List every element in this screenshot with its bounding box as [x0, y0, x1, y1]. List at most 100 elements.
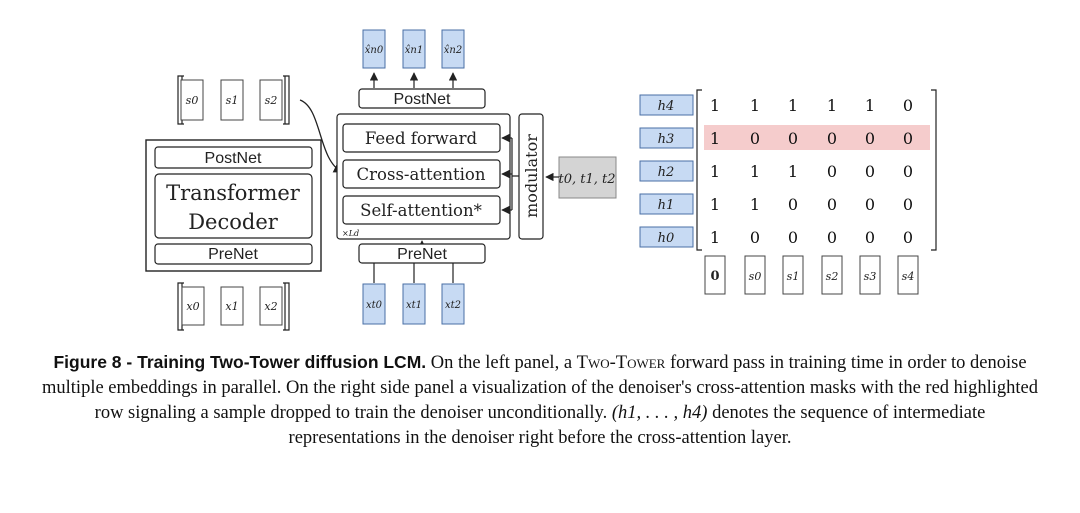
left-prenet-box	[154, 243, 313, 265]
mask-cell: 0	[827, 195, 837, 214]
mask-cell: 0	[865, 129, 875, 148]
mask-cell: 1	[710, 195, 720, 214]
mask-cell: 1	[865, 96, 875, 115]
column-label-box	[821, 255, 843, 295]
output-1-label: x̂n1	[405, 45, 423, 56]
timestep-box	[558, 156, 617, 199]
mask-cell: 1	[788, 162, 798, 181]
mask-cell: 0	[788, 129, 798, 148]
row-label-box	[639, 160, 694, 182]
cross-attention-box	[342, 159, 501, 189]
row-label: h2	[658, 165, 675, 180]
column-label-box	[704, 255, 726, 295]
input-s1-box	[220, 79, 244, 121]
right-postnet-label: PostNet	[394, 91, 451, 108]
left-bottom-inputs: x0 x1 x2	[177, 282, 290, 331]
column-label-box	[897, 255, 919, 295]
left-postnet-label: PostNet	[205, 150, 262, 167]
noisy-input-1-label: xt1	[406, 300, 422, 311]
row-label: h3	[658, 132, 675, 147]
mask-cell: 1	[710, 228, 720, 247]
input-s0-label: s0	[186, 94, 199, 107]
row-label-box	[639, 193, 694, 215]
column-label: s1	[787, 270, 800, 283]
input-s0-box	[180, 79, 204, 121]
matrix-left-bracket	[696, 89, 702, 251]
output-1-box	[402, 29, 426, 69]
mask-cell: 0	[903, 162, 913, 181]
mask-cell: 1	[750, 96, 760, 115]
mask-cell: 0	[903, 228, 913, 247]
mask-cell: 1	[750, 195, 760, 214]
right-prenet-label: PreNet	[397, 246, 447, 263]
left-tower: s0 s1 s2 PostNet Transformer Decoder Pre…	[145, 75, 343, 331]
mask-cell: 0	[788, 195, 798, 214]
noisy-input-2-box	[441, 283, 465, 325]
noisy-input-1-box	[402, 283, 426, 325]
row-label: h4	[658, 99, 675, 114]
column-label: s4	[902, 270, 915, 283]
matrix-right-bracket	[931, 89, 937, 251]
caption-label: Figure 8	[53, 352, 122, 372]
figure-caption: Figure 8 - Training Two-Tower diffusion …	[40, 350, 1040, 451]
cross-attention-label: Cross-attention	[357, 165, 486, 184]
mask-cell: 0	[903, 96, 913, 115]
mask-cell: 0	[827, 129, 837, 148]
mask-cell: 1	[710, 129, 720, 148]
input-x2-label: x2	[264, 300, 277, 313]
row-label-box	[639, 127, 694, 149]
mask-cell: 0	[865, 162, 875, 181]
self-attention-box	[342, 195, 501, 225]
input-x0-label: x0	[186, 300, 199, 313]
input-s1-label: s1	[226, 94, 239, 107]
caption-text-2: forward pass in training time in order t…	[42, 353, 1038, 423]
mask-cell: 0	[903, 129, 913, 148]
repeat-count-label: ×Ld	[342, 229, 359, 238]
input-x1-label: x1	[225, 300, 238, 313]
mask-cell: 1	[750, 162, 760, 181]
output-2-box	[441, 29, 465, 69]
caption-separator: -	[121, 352, 138, 372]
row-label: h0	[658, 231, 675, 246]
row-label-box	[639, 94, 694, 116]
row-label-box	[639, 226, 694, 248]
mask-cell: 1	[788, 96, 798, 115]
caption-math: (h1, . . . , h4)	[611, 403, 708, 423]
modulator-label: modulator	[522, 134, 541, 218]
timestep-label: t0, t1, t2	[558, 172, 615, 187]
column-label-box	[782, 255, 804, 295]
caption-title: Training Two-Tower diffusion LCM.	[137, 352, 427, 372]
column-label: s2	[826, 270, 839, 283]
column-label: 0	[710, 269, 719, 284]
caption-text-1: On the left panel, a	[426, 353, 577, 373]
caption-two-tower: Two-Tower	[576, 353, 666, 373]
left-transformer-box	[154, 173, 313, 239]
mask-cell: 0	[827, 228, 837, 247]
noisy-input-0-box	[362, 283, 386, 325]
highlighted-row	[704, 125, 930, 150]
output-2-label: x̂n2	[444, 45, 462, 56]
mask-cell: 0	[788, 228, 798, 247]
mask-cell: 1	[710, 96, 720, 115]
column-label-box	[859, 255, 881, 295]
mask-cell: 0	[903, 195, 913, 214]
left-transformer-title-2: Decoder	[188, 210, 279, 234]
mask-cell: 0	[865, 228, 875, 247]
mask-cell: 0	[750, 129, 760, 148]
left-top-inputs: s0 s1 s2	[177, 75, 290, 125]
self-attention-label: Self-attention*	[360, 201, 482, 220]
output-0-box	[362, 29, 386, 69]
mask-cell: 0	[865, 195, 875, 214]
column-label: s3	[864, 270, 877, 283]
left-postnet-box	[154, 146, 313, 169]
mask-cell: 0	[827, 162, 837, 181]
column-label-box	[744, 255, 766, 295]
column-label: s0	[749, 270, 762, 283]
row-label: h1	[658, 198, 675, 213]
feed-forward-label: Feed forward	[365, 129, 478, 148]
feed-forward-box	[342, 123, 501, 153]
context-arrow	[299, 99, 343, 173]
mask-cell: 1	[710, 162, 720, 181]
